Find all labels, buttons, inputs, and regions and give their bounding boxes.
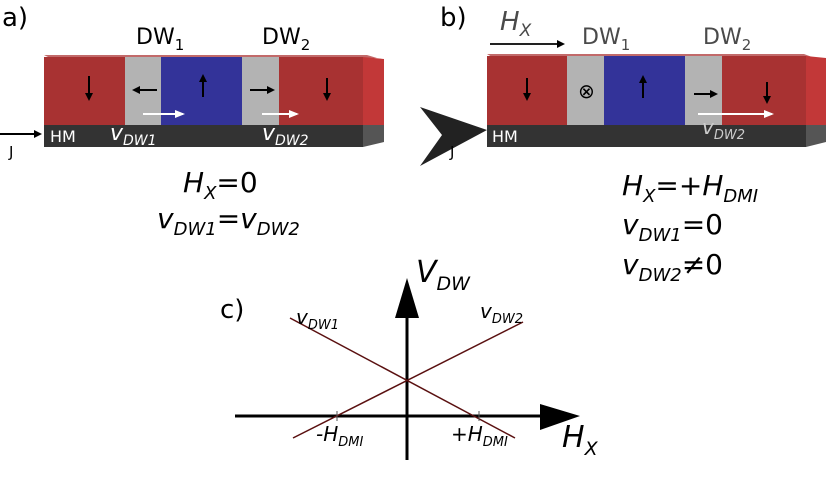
- panel-b-eq-vdw1: vDW1=0: [622, 208, 723, 246]
- panel-c-line-dw2: [292, 321, 524, 439]
- panel-a-hm-label: HM: [50, 127, 76, 146]
- panel-b-current-label: J: [449, 143, 454, 161]
- panel-a-label: a): [2, 3, 28, 33]
- panel-c-x-axis-label: HX: [562, 420, 599, 460]
- panel-c-y-axis-arrowhead: [395, 278, 419, 318]
- panel-c-line-dw1-label: vDW1: [296, 305, 339, 333]
- panel-b-hm-label: HM: [492, 127, 518, 146]
- panel-a-eq-hx: HX=0: [183, 166, 258, 204]
- panel-c-y-axis-label: VDW: [416, 255, 471, 295]
- panel-a-domain-left: [44, 57, 125, 125]
- panel-c-line-dw2-label: vDW2: [480, 299, 523, 327]
- panel-b: b) HX DW1 DW2 HM ⊗ vDW2 J HX=+HDMI vDW1=…: [420, 3, 826, 286]
- panel-c-x-axis-arrowhead: [540, 404, 580, 430]
- panel-b-dw1-wall: [567, 56, 604, 125]
- panel-c-tick-pos-label: +HDMI: [451, 422, 508, 450]
- panel-b-stack-side-face: [806, 56, 826, 125]
- panel-b-domain-middle: [604, 56, 685, 125]
- panel-c-label: c): [220, 295, 244, 325]
- panel-a-stack-side-face: [363, 57, 384, 125]
- panel-b-hm-layer: [487, 125, 806, 147]
- panel-a-dw2-label: DW2: [262, 25, 310, 54]
- panel-b-dw1-label: DW1: [582, 25, 630, 54]
- panel-a: a) DW1 DW2 HM vDW1 vDW2 J HX=0 vDW1=vDW2: [0, 3, 384, 240]
- panel-c-tick-neg-label: -HDMI: [316, 422, 363, 450]
- panel-a-hm-layer: [44, 125, 363, 147]
- panel-b-eq-vdw2: vDW2≠0: [622, 248, 723, 286]
- panel-b-current-arrow: [420, 107, 487, 166]
- panel-b-field-label: HX: [500, 7, 532, 41]
- panel-b-into-page-icon: ⊗: [578, 79, 595, 103]
- panel-a-eq-velocity: vDW1=vDW2: [157, 202, 300, 240]
- panel-a-v-dw1-label: vDW1: [110, 121, 157, 149]
- panel-b-v-dw2-label: vDW2: [702, 115, 745, 143]
- panel-a-v-dw2-label: vDW2: [262, 121, 309, 149]
- panel-a-current-label: J: [8, 143, 13, 161]
- panel-b-dw2-label: DW2: [703, 25, 751, 54]
- panel-c-line-dw1: [289, 317, 516, 439]
- panel-b-label: b): [440, 3, 467, 33]
- panel-b-eq-hx: HX=+HDMI: [622, 169, 758, 207]
- panel-c: c) VDW HX vDW1 vDW2 -HDMI +HDMI: [220, 255, 599, 460]
- panel-a-dw1-label: DW1: [136, 25, 184, 54]
